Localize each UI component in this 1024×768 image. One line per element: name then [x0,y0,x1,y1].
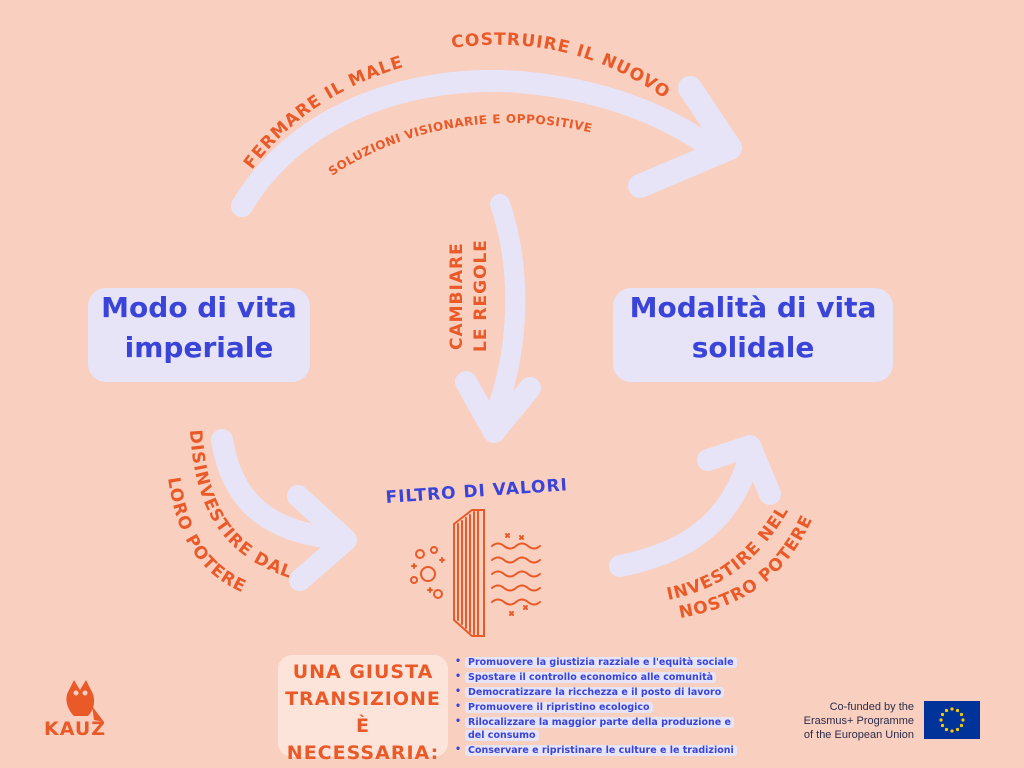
arrow-left-down [211,429,357,591]
arrow-right-up [609,435,781,577]
transition-item: Rilocalizzare la maggior parte della pro… [453,716,743,742]
box-modo-di-vita-imperiale: Modo di vita imperiale [88,288,310,382]
transition-line1: UNA GIUSTA [292,661,434,683]
box-modalita-di-vita-solidale: Modalità di vita solidale [613,288,893,382]
box-right-line1: Modalità di vita [629,291,877,324]
transition-line2: TRANSIZIONE [285,688,441,710]
label-cambiare-1: CAMBIARE [447,242,467,350]
arrow-middle [455,194,541,443]
label-cambiare-2: LE REGOLE [471,239,491,352]
box-left-line2: imperiale [124,331,274,364]
cofunded-text: Co-funded by the Erasmus+ Programme of t… [803,701,914,741]
transition-item: Democratizzare la ricchezza e il posto d… [453,686,743,699]
kauz-logo-text: KAUZ [44,718,107,740]
transition-item: Promuovere la giustizia razziale e l'equ… [453,656,743,669]
eu-flag-icon [924,701,980,739]
box-right-line2: solidale [691,331,815,364]
arrow-top [231,69,742,217]
transition-item: Promuovere il ripristino ecologico [453,701,743,714]
label-filtro: FILTRO DI VALORI [385,475,569,508]
filter-icon [410,509,541,637]
transition-item: Conservare e ripristinare le culture e l… [453,744,743,757]
box-left-line1: Modo di vita [101,291,297,324]
label-soluzioni: SOLUZIONI VISIONARIE E OPPOSITIVE [326,112,594,179]
transition-list: Promuovere la giustizia razziale e l'equ… [453,656,743,759]
transition-heading: UNA GIUSTA TRANSIZIONE È NECESSARIA: [278,655,448,764]
owl-icon [66,680,104,722]
transition-line3: È NECESSARIA: [286,715,440,764]
transition-item: Spostare il controllo economico alle com… [453,671,743,684]
